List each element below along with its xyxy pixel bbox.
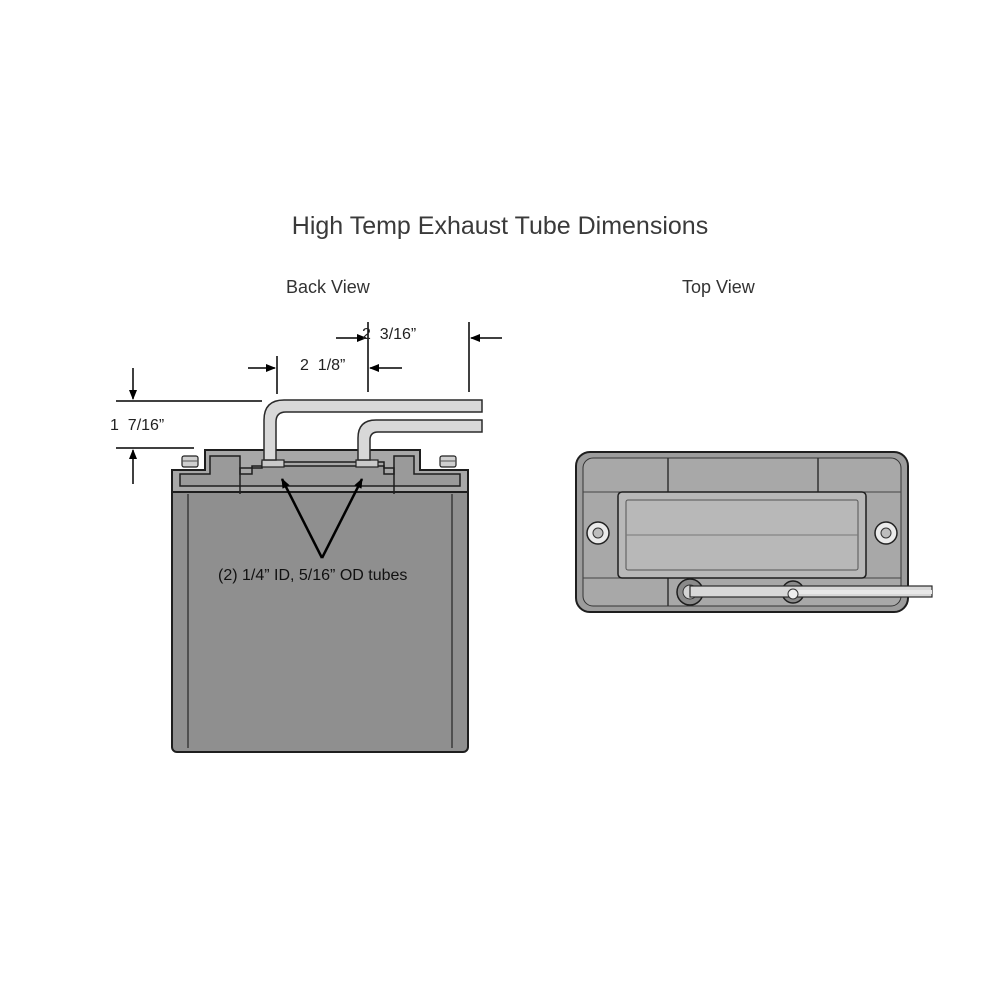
dimension-tube-height-label: 1 7/16” bbox=[110, 417, 165, 434]
exhaust-tube-right bbox=[357, 419, 483, 461]
top-bolt-left bbox=[586, 521, 610, 545]
fitting-right bbox=[355, 459, 379, 468]
lid-notch bbox=[239, 461, 395, 494]
dimension-tube-span-label: 2 3/16” bbox=[362, 326, 417, 343]
top-bolt-right bbox=[874, 521, 898, 545]
dimension-tube-spacing bbox=[248, 356, 402, 394]
back-view-label: Back View bbox=[286, 277, 370, 297]
diagram-title: High Temp Exhaust Tube Dimensions bbox=[291, 212, 709, 240]
dimension-tube-span bbox=[336, 322, 502, 392]
bolt-left bbox=[181, 455, 199, 468]
battery-body bbox=[171, 481, 469, 753]
top-view-label: Top View bbox=[682, 277, 755, 297]
bolt-right bbox=[439, 455, 457, 468]
dimension-tube-spacing-label: 2 1/8” bbox=[300, 357, 346, 374]
top-view-drawing bbox=[575, 451, 933, 613]
dimension-tube-height bbox=[116, 368, 262, 484]
callout-arrows bbox=[280, 478, 364, 559]
fitting-left bbox=[261, 459, 285, 468]
back-view-drawing bbox=[116, 322, 502, 753]
tube-callout-label: (2) 1/4” ID, 5/16” OD tubes bbox=[218, 567, 408, 584]
exhaust-tube-left bbox=[263, 399, 483, 461]
